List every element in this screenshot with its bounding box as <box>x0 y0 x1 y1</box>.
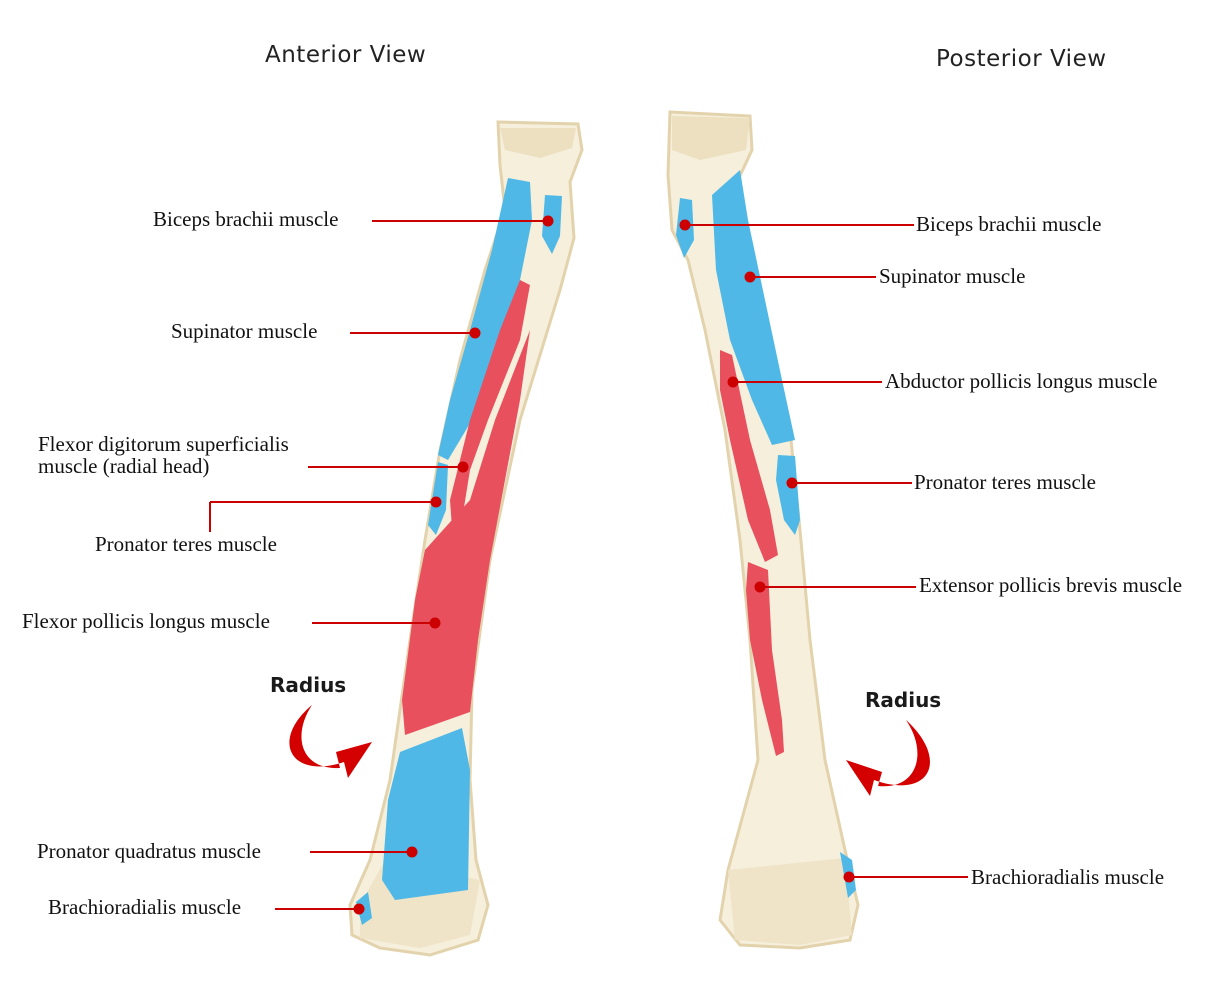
anterior-fds-label: Flexor digitorum superficialis muscle (r… <box>38 433 338 477</box>
anterior-radius-label: Radius <box>270 673 346 697</box>
posterior-pronator-teres-label: Pronator teres muscle <box>914 471 1096 493</box>
anterior-view-title: Anterior View <box>265 42 426 68</box>
anterior-radius-arrow <box>289 705 372 778</box>
anterior-brachioradialis-label: Brachioradialis muscle <box>48 896 241 918</box>
posterior-biceps-label: Biceps brachii muscle <box>916 213 1101 235</box>
anterior-pronator-quadratus-label: Pronator quadratus muscle <box>37 840 261 862</box>
posterior-view-title: Posterior View <box>936 46 1107 72</box>
posterior-epb-label: Extensor pollicis brevis muscle <box>919 574 1182 596</box>
posterior-radius-label: Radius <box>865 688 941 712</box>
anterior-biceps-label: Biceps brachii muscle <box>153 208 338 230</box>
posterior-supinator-label: Supinator muscle <box>879 265 1025 287</box>
anterior-supinator-label: Supinator muscle <box>171 320 317 342</box>
posterior-apl-label: Abductor pollicis longus muscle <box>885 370 1157 392</box>
posterior-brachioradialis-label: Brachioradialis muscle <box>971 866 1164 888</box>
posterior-radius-arrow <box>846 720 930 796</box>
anterior-pronator-teres-label: Pronator teres muscle <box>95 533 277 555</box>
anterior-fpl-label: Flexor pollicis longus muscle <box>22 610 270 632</box>
